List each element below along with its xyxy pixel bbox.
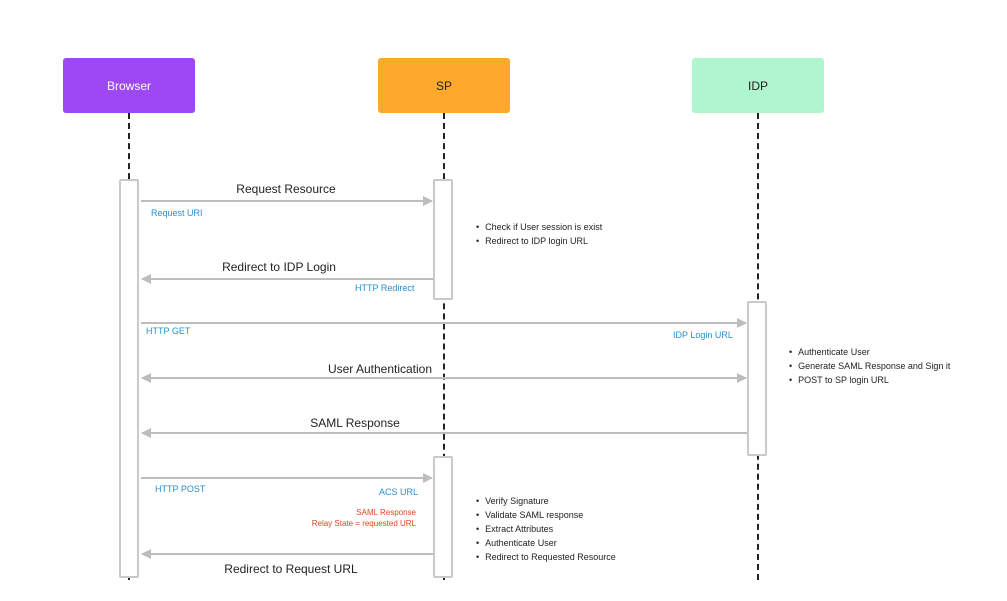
saml-response-label: SAML Response <box>310 416 400 430</box>
note-item: Check if User session is exist <box>476 220 602 234</box>
sp-lifeline <box>443 113 445 580</box>
note-item: Authenticate User <box>476 536 616 550</box>
idp-note: Authenticate User Generate SAML Response… <box>789 345 950 387</box>
note-item: Verify Signature <box>476 494 616 508</box>
note-item: POST to SP login URL <box>789 373 950 387</box>
sp-actor-label: SP <box>435 78 452 93</box>
sp-activation-first <box>433 179 453 300</box>
http-post-label: HTTP POST <box>155 484 206 494</box>
saml-response-detail: SAML Response <box>356 508 416 517</box>
note-item: Extract Attributes <box>476 522 616 536</box>
note-item: Generate SAML Response and Sign it <box>789 359 950 373</box>
sp-second-note: Verify Signature Validate SAML response … <box>476 494 616 564</box>
redirect-idp-login-label: Redirect to IDP Login <box>222 260 336 274</box>
request-resource-label: Request Resource <box>236 182 336 196</box>
sp-actor: SP <box>378 58 510 113</box>
browser-actor-label: Browser <box>106 78 151 93</box>
browser-actor: Browser <box>63 58 195 113</box>
idp-actor: IDP <box>692 58 824 113</box>
http-get-label: HTTP GET <box>146 326 191 336</box>
relay-state-detail: Relay State = requested URL <box>311 519 416 528</box>
idp-actor-label: IDP <box>747 78 768 93</box>
request-uri-label: Request URI <box>151 208 203 218</box>
sp-first-note: Check if User session is exist Redirect … <box>476 220 602 248</box>
note-item: Redirect to IDP login URL <box>476 234 602 248</box>
note-item: Validate SAML response <box>476 508 616 522</box>
note-item: Authenticate User <box>789 345 950 359</box>
idp-activation <box>747 301 767 456</box>
note-item: Redirect to Requested Resource <box>476 550 616 564</box>
http-redirect-label: HTTP Redirect <box>355 283 415 293</box>
acs-url-label: ACS URL <box>379 487 419 497</box>
user-authentication-label: User Authentication <box>327 362 433 376</box>
browser-activation <box>119 179 139 578</box>
redirect-request-url-label: Redirect to Request URL <box>224 562 358 576</box>
idp-login-url-label: IDP Login URL <box>673 330 733 340</box>
sp-activation-second <box>433 456 453 578</box>
